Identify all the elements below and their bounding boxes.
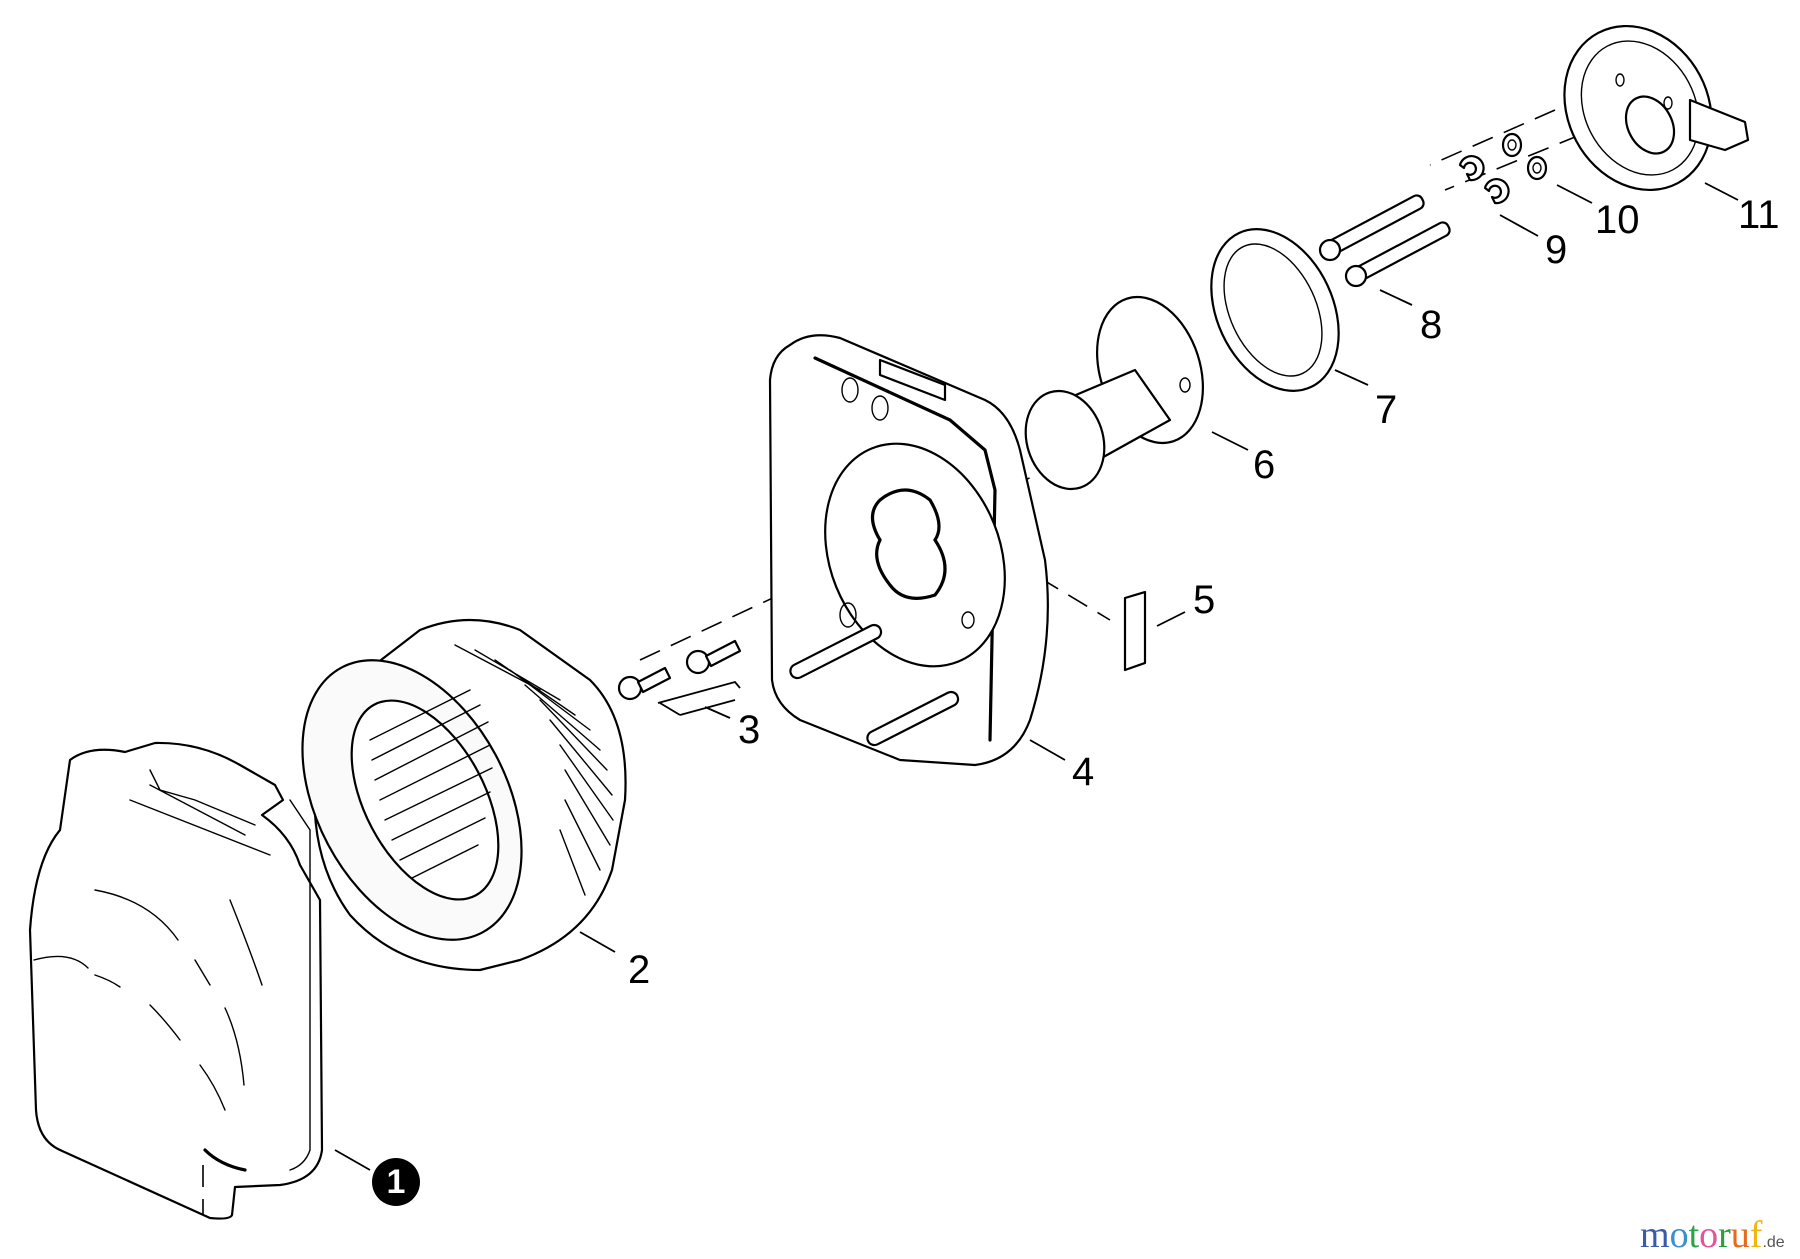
part-label-4: 4 xyxy=(1072,750,1095,794)
part-9-clips xyxy=(1458,155,1510,205)
part-label-9: 9 xyxy=(1545,228,1568,272)
part-11-flange-plate xyxy=(1563,24,1750,192)
leader-lines xyxy=(334,182,1739,1171)
part-10-washers xyxy=(1501,132,1548,181)
part-label-10: 10 xyxy=(1595,198,1640,242)
watermark-letter: m xyxy=(1640,1214,1670,1256)
assembly-axis-line xyxy=(1444,134,1581,191)
part-6-intake-adapter xyxy=(1024,295,1205,491)
part-1-cover xyxy=(28,741,324,1220)
part-label-2: 2 xyxy=(628,948,651,992)
watermark-letter: o xyxy=(1669,1214,1689,1256)
motoruf-watermark-logo: motoruf.de xyxy=(1640,1213,1785,1257)
watermark-letter: f xyxy=(1749,1214,1763,1256)
part-label-7: 7 xyxy=(1375,388,1398,432)
part-7-seal-ring xyxy=(1210,228,1340,392)
part-label-8: 8 xyxy=(1420,303,1443,347)
watermark-tld: .de xyxy=(1762,1234,1785,1251)
part-label-1: 1 xyxy=(372,1158,420,1206)
part-label-5: 5 xyxy=(1193,578,1216,622)
watermark-letter: t xyxy=(1688,1214,1700,1256)
part-3-screws xyxy=(617,639,742,716)
watermark-letter: u xyxy=(1730,1214,1750,1256)
part-2-filter-element xyxy=(301,618,627,972)
part-5-plate xyxy=(1123,590,1147,672)
part-8-bolts xyxy=(1318,194,1451,288)
assembly-axis-line xyxy=(1429,109,1556,166)
part-4-base-plate xyxy=(768,334,1049,767)
part-label-6: 6 xyxy=(1253,443,1276,487)
watermark-letter: r xyxy=(1718,1214,1731,1256)
part-label-3: 3 xyxy=(738,708,761,752)
watermark-letter: o xyxy=(1699,1214,1719,1256)
part-label-11: 11 xyxy=(1738,193,1780,237)
